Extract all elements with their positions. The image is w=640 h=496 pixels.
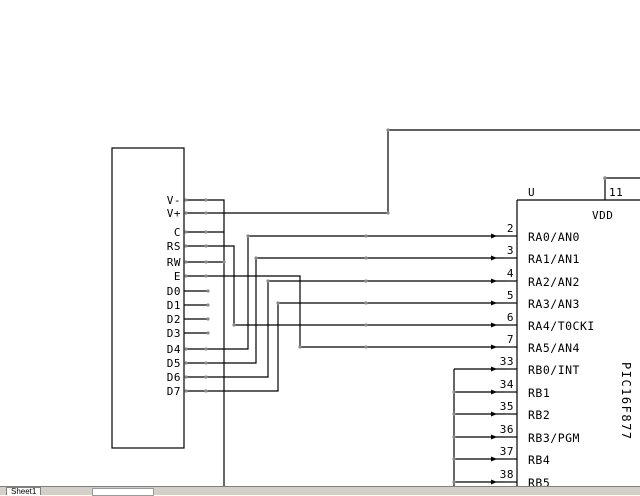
lcd-pin-label: RW [167,256,181,269]
lcd-pin-label: D3 [167,327,181,340]
sheet-tab-bar [0,486,640,495]
lcd-pin-label: C [174,226,181,239]
mcu-vdd-pin-number: 11 [609,186,623,199]
mcu-pin-name: RA5/AN4 [528,341,580,355]
mcu-vdd-label: VDD [592,209,613,222]
mcu-pin-name: RA1/AN1 [528,252,580,266]
lcd-pin-label: D2 [167,313,181,326]
lcd-pin-label: E [174,270,181,283]
mcu-pin-number: 33 [500,355,514,368]
mcu-pin-number: 2 [507,222,514,235]
lcd-pin-label: D7 [167,385,181,398]
sheet-tab[interactable]: Sheet1 [6,487,42,495]
mcu-pin-number: 3 [507,244,514,257]
mcu-pin-number: 38 [500,468,514,481]
lcd-pin-label: V+ [167,207,181,220]
mcu-pin-number: 5 [507,289,514,302]
mcu-pin-name: RB3/PGM [528,431,580,445]
mcu-pin-number: 7 [507,333,514,346]
mcu-pin-name: RA3/AN3 [528,297,580,311]
mcu-part-label: PIC16F877 [619,362,633,441]
lcd-pin-label: RS [167,240,181,253]
mcu-pin-name: RB2 [528,408,550,422]
mcu-pin-number: 6 [507,311,514,324]
junction-dots [184,128,456,484]
lcd-module-body [111,147,185,449]
mcu-pin-name: RA4/T0CKI [528,319,595,333]
mcu-pin-name: RB0/INT [528,363,580,377]
mcu-pin-number: 36 [500,423,514,436]
lcd-pin-label: D0 [167,285,181,298]
mcu-pin-number: 37 [500,445,514,458]
mcu-pin-name: RA0/AN0 [528,230,580,244]
mcu-pin-name: RB4 [528,453,550,467]
mcu-pin-name: RA2/AN2 [528,275,580,289]
lcd-pin-label: D1 [167,299,181,312]
mcu-ref-label: U [528,186,535,199]
lcd-pin-label: V- [167,194,181,207]
lcd-pin-label: D6 [167,371,181,384]
mcu-pin-name: RB1 [528,386,550,400]
mcu-pin-number: 34 [500,378,514,391]
lcd-pin-label: D5 [167,357,181,370]
lcd-pin-label: D4 [167,343,181,356]
mcu-pin-number: 35 [500,400,514,413]
horizontal-scrollbar-thumb[interactable] [92,488,154,496]
mcu-pin-number: 4 [507,267,514,280]
vdd-junction-dot [603,176,607,180]
